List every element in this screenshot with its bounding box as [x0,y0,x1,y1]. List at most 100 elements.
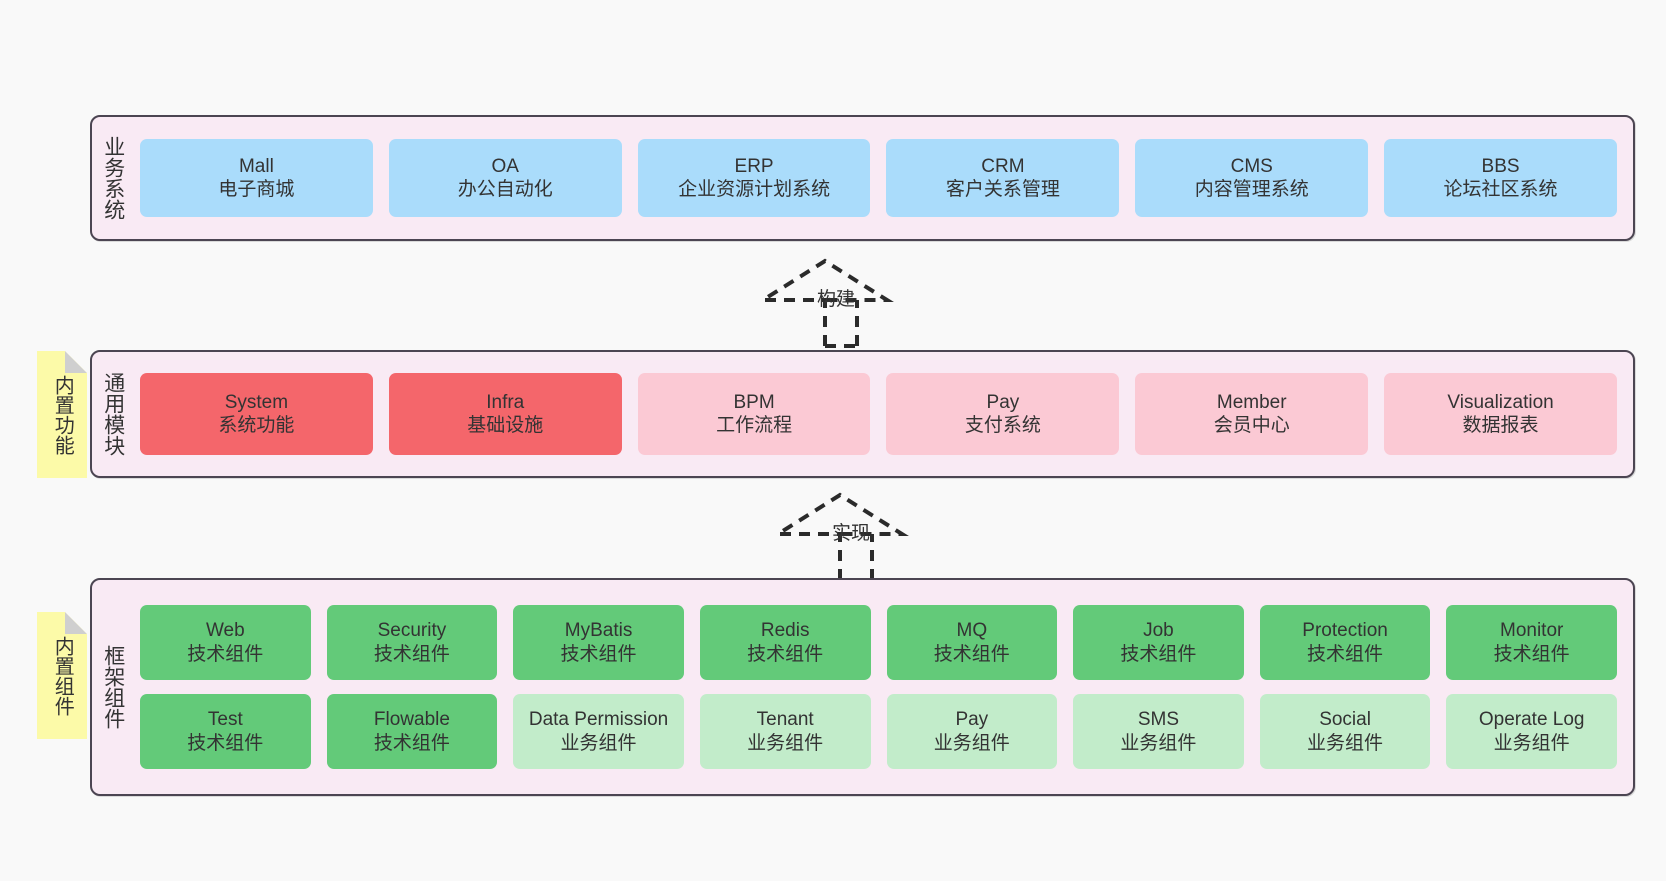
note-builtin-features: 内置功能 [37,351,87,478]
card-cms[interactable]: CMS 内容管理系统 [1135,139,1369,217]
card-subtitle: 企业资源计划系统 [678,179,831,200]
card-mq[interactable]: MQ 技术组件 [886,605,1058,680]
card-subtitle: 技术组件 [1493,643,1570,665]
card-redis[interactable]: Redis 技术组件 [699,605,871,680]
layer-framework-components: 框架组件 Web 技术组件 Security 技术组件 MyBatis 技术组件… [90,578,1635,796]
card-subtitle: 电子商城 [218,179,295,200]
card-erp[interactable]: ERP 企业资源计划系统 [637,139,871,217]
card-subtitle: 业务组件 [747,732,824,754]
card-subtitle: 技术组件 [373,732,450,754]
card-subtitle: 技术组件 [187,643,264,665]
card-system[interactable]: System 系统功能 [140,373,373,455]
card-title: Security [377,620,447,642]
card-subtitle: 办公自动化 [457,179,553,200]
card-oa[interactable]: OA 办公自动化 [388,139,622,217]
card-subtitle: 技术组件 [933,643,1010,665]
card-title: System [224,391,289,413]
card-row: Test 技术组件 Flowable 技术组件 Data Permission … [140,694,1617,769]
card-social[interactable]: Social 业务组件 [1259,694,1431,769]
card-subtitle: 技术组件 [373,643,450,665]
generalization-arrow-icon [756,258,894,348]
card-title: Operate Log [1478,709,1585,731]
card-security[interactable]: Security 技术组件 [326,605,498,680]
card-subtitle: 客户关系管理 [945,179,1060,200]
card-subtitle: 业务组件 [1493,732,1570,754]
card-subtitle: 业务组件 [1307,732,1384,754]
card-title: SMS [1137,709,1180,731]
card-pay-component[interactable]: Pay 业务组件 [886,694,1058,769]
card-tenant[interactable]: Tenant 业务组件 [699,694,871,769]
layer-title-modules: 通用模块 [101,372,125,456]
card-subtitle: 技术组件 [1307,643,1384,665]
card-protection[interactable]: Protection 技术组件 [1259,605,1431,680]
connector-build: 构建 [755,258,905,348]
card-visualization[interactable]: Visualization 数据报表 [1384,373,1617,455]
card-row: Mall 电子商城 OA 办公自动化 ERP 企业资源计划系统 CRM 客户关系… [140,139,1617,217]
card-title: Job [1143,620,1174,642]
card-title: BBS [1481,155,1520,177]
note-fold-icon [65,612,87,634]
note-fold-icon [65,351,87,373]
card-flowable[interactable]: Flowable 技术组件 [326,694,498,769]
layer-body-modules: System 系统功能 Infra 基础设施 BPM 工作流程 Pay 支付系统… [134,352,1633,476]
card-subtitle: 技术组件 [1120,643,1197,665]
layer-common-modules: 通用模块 System 系统功能 Infra 基础设施 BPM 工作流程 Pay… [90,350,1635,478]
card-title: Web [205,620,245,642]
card-title: ERP [734,155,774,177]
card-crm[interactable]: CRM 客户关系管理 [886,139,1120,217]
card-bbs[interactable]: BBS 论坛社区系统 [1384,139,1617,217]
card-operate-log[interactable]: Operate Log 业务组件 [1446,694,1617,769]
card-monitor[interactable]: Monitor 技术组件 [1446,605,1617,680]
note-builtin-components: 内置组件 [37,612,87,739]
card-bpm[interactable]: BPM 工作流程 [637,373,871,455]
card-title: Test [207,709,243,731]
card-member[interactable]: Member 会员中心 [1135,373,1369,455]
card-title: Mall [238,155,274,177]
card-test[interactable]: Test 技术组件 [140,694,311,769]
card-subtitle: 业务组件 [560,732,637,754]
card-title: Monitor [1500,620,1564,642]
card-title: Infra [486,391,525,413]
card-title: CMS [1230,155,1273,177]
card-subtitle: 会员中心 [1213,415,1290,436]
card-subtitle: 数据报表 [1462,415,1539,436]
note-label: 内置组件 [51,635,74,716]
card-subtitle: 业务组件 [933,732,1010,754]
card-subtitle: 支付系统 [964,415,1041,436]
layer-body-business: Mall 电子商城 OA 办公自动化 ERP 企业资源计划系统 CRM 客户关系… [134,117,1633,239]
card-title: OA [491,155,519,177]
card-data-permission[interactable]: Data Permission 业务组件 [513,694,684,769]
card-title: Visualization [1447,391,1554,413]
card-subtitle: 技术组件 [560,643,637,665]
note-label: 内置功能 [51,374,74,455]
card-row: Web 技术组件 Security 技术组件 MyBatis 技术组件 Redi… [140,605,1617,680]
card-subtitle: 业务组件 [1120,732,1197,754]
connector-label-implement: 实现 [832,523,871,544]
card-title: MyBatis [564,620,633,642]
card-title: Flowable [373,709,450,731]
card-pay-module[interactable]: Pay 支付系统 [886,373,1120,455]
card-infra[interactable]: Infra 基础设施 [388,373,622,455]
card-job[interactable]: Job 技术组件 [1073,605,1244,680]
card-mall[interactable]: Mall 电子商城 [140,139,373,217]
card-title: Pay [955,709,989,731]
layer-business-systems: 业务系统 Mall 电子商城 OA 办公自动化 ERP 企业资源计划系统 CRM… [90,115,1635,241]
layer-title-business: 业务系统 [101,136,125,220]
card-row: System 系统功能 Infra 基础设施 BPM 工作流程 Pay 支付系统… [140,373,1617,455]
card-title: MQ [956,620,988,642]
card-subtitle: 技术组件 [747,643,824,665]
card-mybatis[interactable]: MyBatis 技术组件 [513,605,684,680]
layer-title-framework: 框架组件 [101,645,125,729]
card-web[interactable]: Web 技术组件 [140,605,311,680]
card-title: Redis [760,620,810,642]
card-title: Protection [1302,620,1388,642]
card-subtitle: 论坛社区系统 [1443,179,1558,200]
card-title: Member [1216,391,1287,413]
card-subtitle: 工作流程 [716,415,793,436]
card-title: BPM [733,391,775,413]
card-sms[interactable]: SMS 业务组件 [1073,694,1244,769]
card-title: Pay [986,391,1020,413]
card-subtitle: 内容管理系统 [1194,179,1309,200]
card-subtitle: 系统功能 [218,415,295,436]
